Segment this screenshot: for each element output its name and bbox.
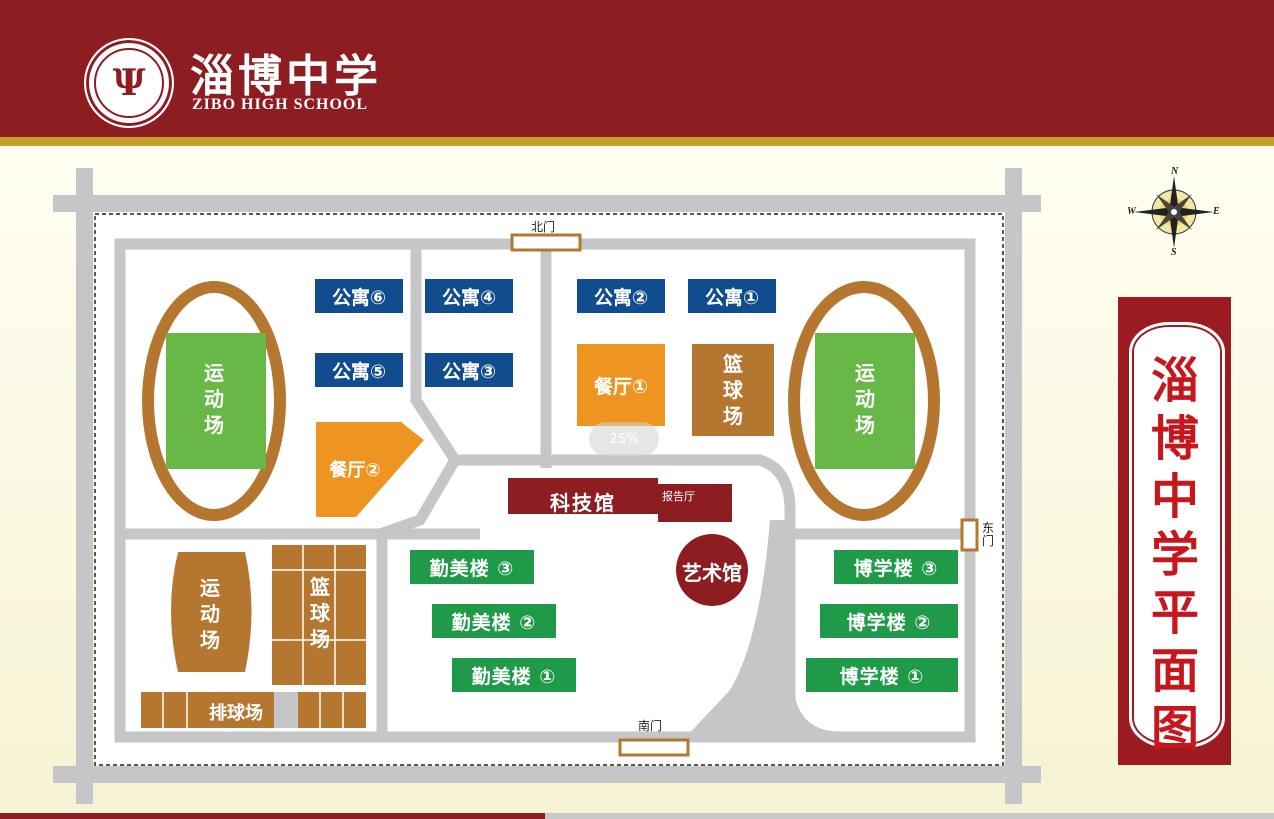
science-hall-label: 科技馆 [550,491,616,515]
canteen-2-building [316,422,424,517]
sports-field-west [166,333,266,469]
apartment-2: 公寓② [577,279,665,313]
volleyball-court-lines [162,692,344,728]
basketball-court-north [692,344,774,436]
zoom-level-badge[interactable]: 25% [589,422,659,456]
title-scroll [1129,322,1225,748]
south-plaza [686,520,840,737]
compass-west-label: W [1127,206,1136,217]
sports-field-southwest-label: 运动场 [200,576,220,652]
east-gate-label: 东门 [982,521,995,548]
art-hall-label: 艺术馆 [682,561,742,585]
boxue-building-3: 博学楼 ③ [834,550,958,584]
south-gate-label: 南门 [638,719,663,733]
school-logo-emblem: Ψ [94,48,164,118]
sports-field-southwest [171,552,252,672]
boxue-building-1: 博学楼 ① [806,658,958,692]
compass-north-label: N [1171,166,1179,177]
basketball-north-label: 篮球场 [723,352,743,428]
science-hall-building [508,478,658,514]
school-name-cn: 淄博中学 [190,51,382,102]
qinmei-building-1: 勤美楼 ① [452,658,576,692]
canteen-2-label: 餐厅② [329,460,381,481]
north-gate-label: 北门 [531,220,556,234]
volleyball-gap [274,692,298,728]
volleyball-label: 排球场 [209,703,263,724]
sports-field-west-label: 运动场 [204,361,224,437]
bottom-gray-bar [545,813,1274,819]
art-hall-building [676,534,748,606]
lecture-hall-building [658,484,732,522]
bottom-red-bar [0,813,545,819]
south-gate [618,738,690,757]
header-banner [0,0,1274,137]
boxue-building-2: 博学楼 ② [820,604,958,638]
apartment-5: 公寓⑤ [315,353,403,387]
compass-south-label: S [1171,247,1177,258]
school-logo: Ψ [84,38,174,128]
street-west [76,168,93,804]
lecture-hall-label: 报告厅 [662,490,695,503]
apartment-4: 公寓④ [425,279,513,313]
north-gate [510,233,582,252]
qinmei-building-2: 勤美楼 ② [432,604,556,638]
east-gate [960,518,979,552]
street-north [53,195,1041,212]
street-east [1005,168,1022,804]
compass-east-label: E [1213,206,1220,217]
basketball-court-lines [272,545,366,685]
basketball-court-southwest [272,545,366,685]
header-gold-strip [0,137,1274,146]
canteen-1-building [577,344,665,426]
compass-icon [1134,176,1214,248]
school-name-en: ZIBO HIGH SCHOOL [192,96,369,113]
canteen-1-label: 餐厅① [593,376,649,398]
apartment-6: 公寓⑥ [315,279,403,313]
apartment-1: 公寓① [688,279,776,313]
qinmei-building-3: 勤美楼 ③ [410,550,534,584]
volleyball-court [141,692,366,728]
sports-field-east [815,333,915,469]
sports-field-east-label: 运动场 [855,361,875,437]
map-title: 淄博中学平面图 [1150,353,1199,757]
apartment-3: 公寓③ [425,353,513,387]
basketball-southwest-label: 篮球场 [310,575,330,651]
street-south [53,766,1041,783]
